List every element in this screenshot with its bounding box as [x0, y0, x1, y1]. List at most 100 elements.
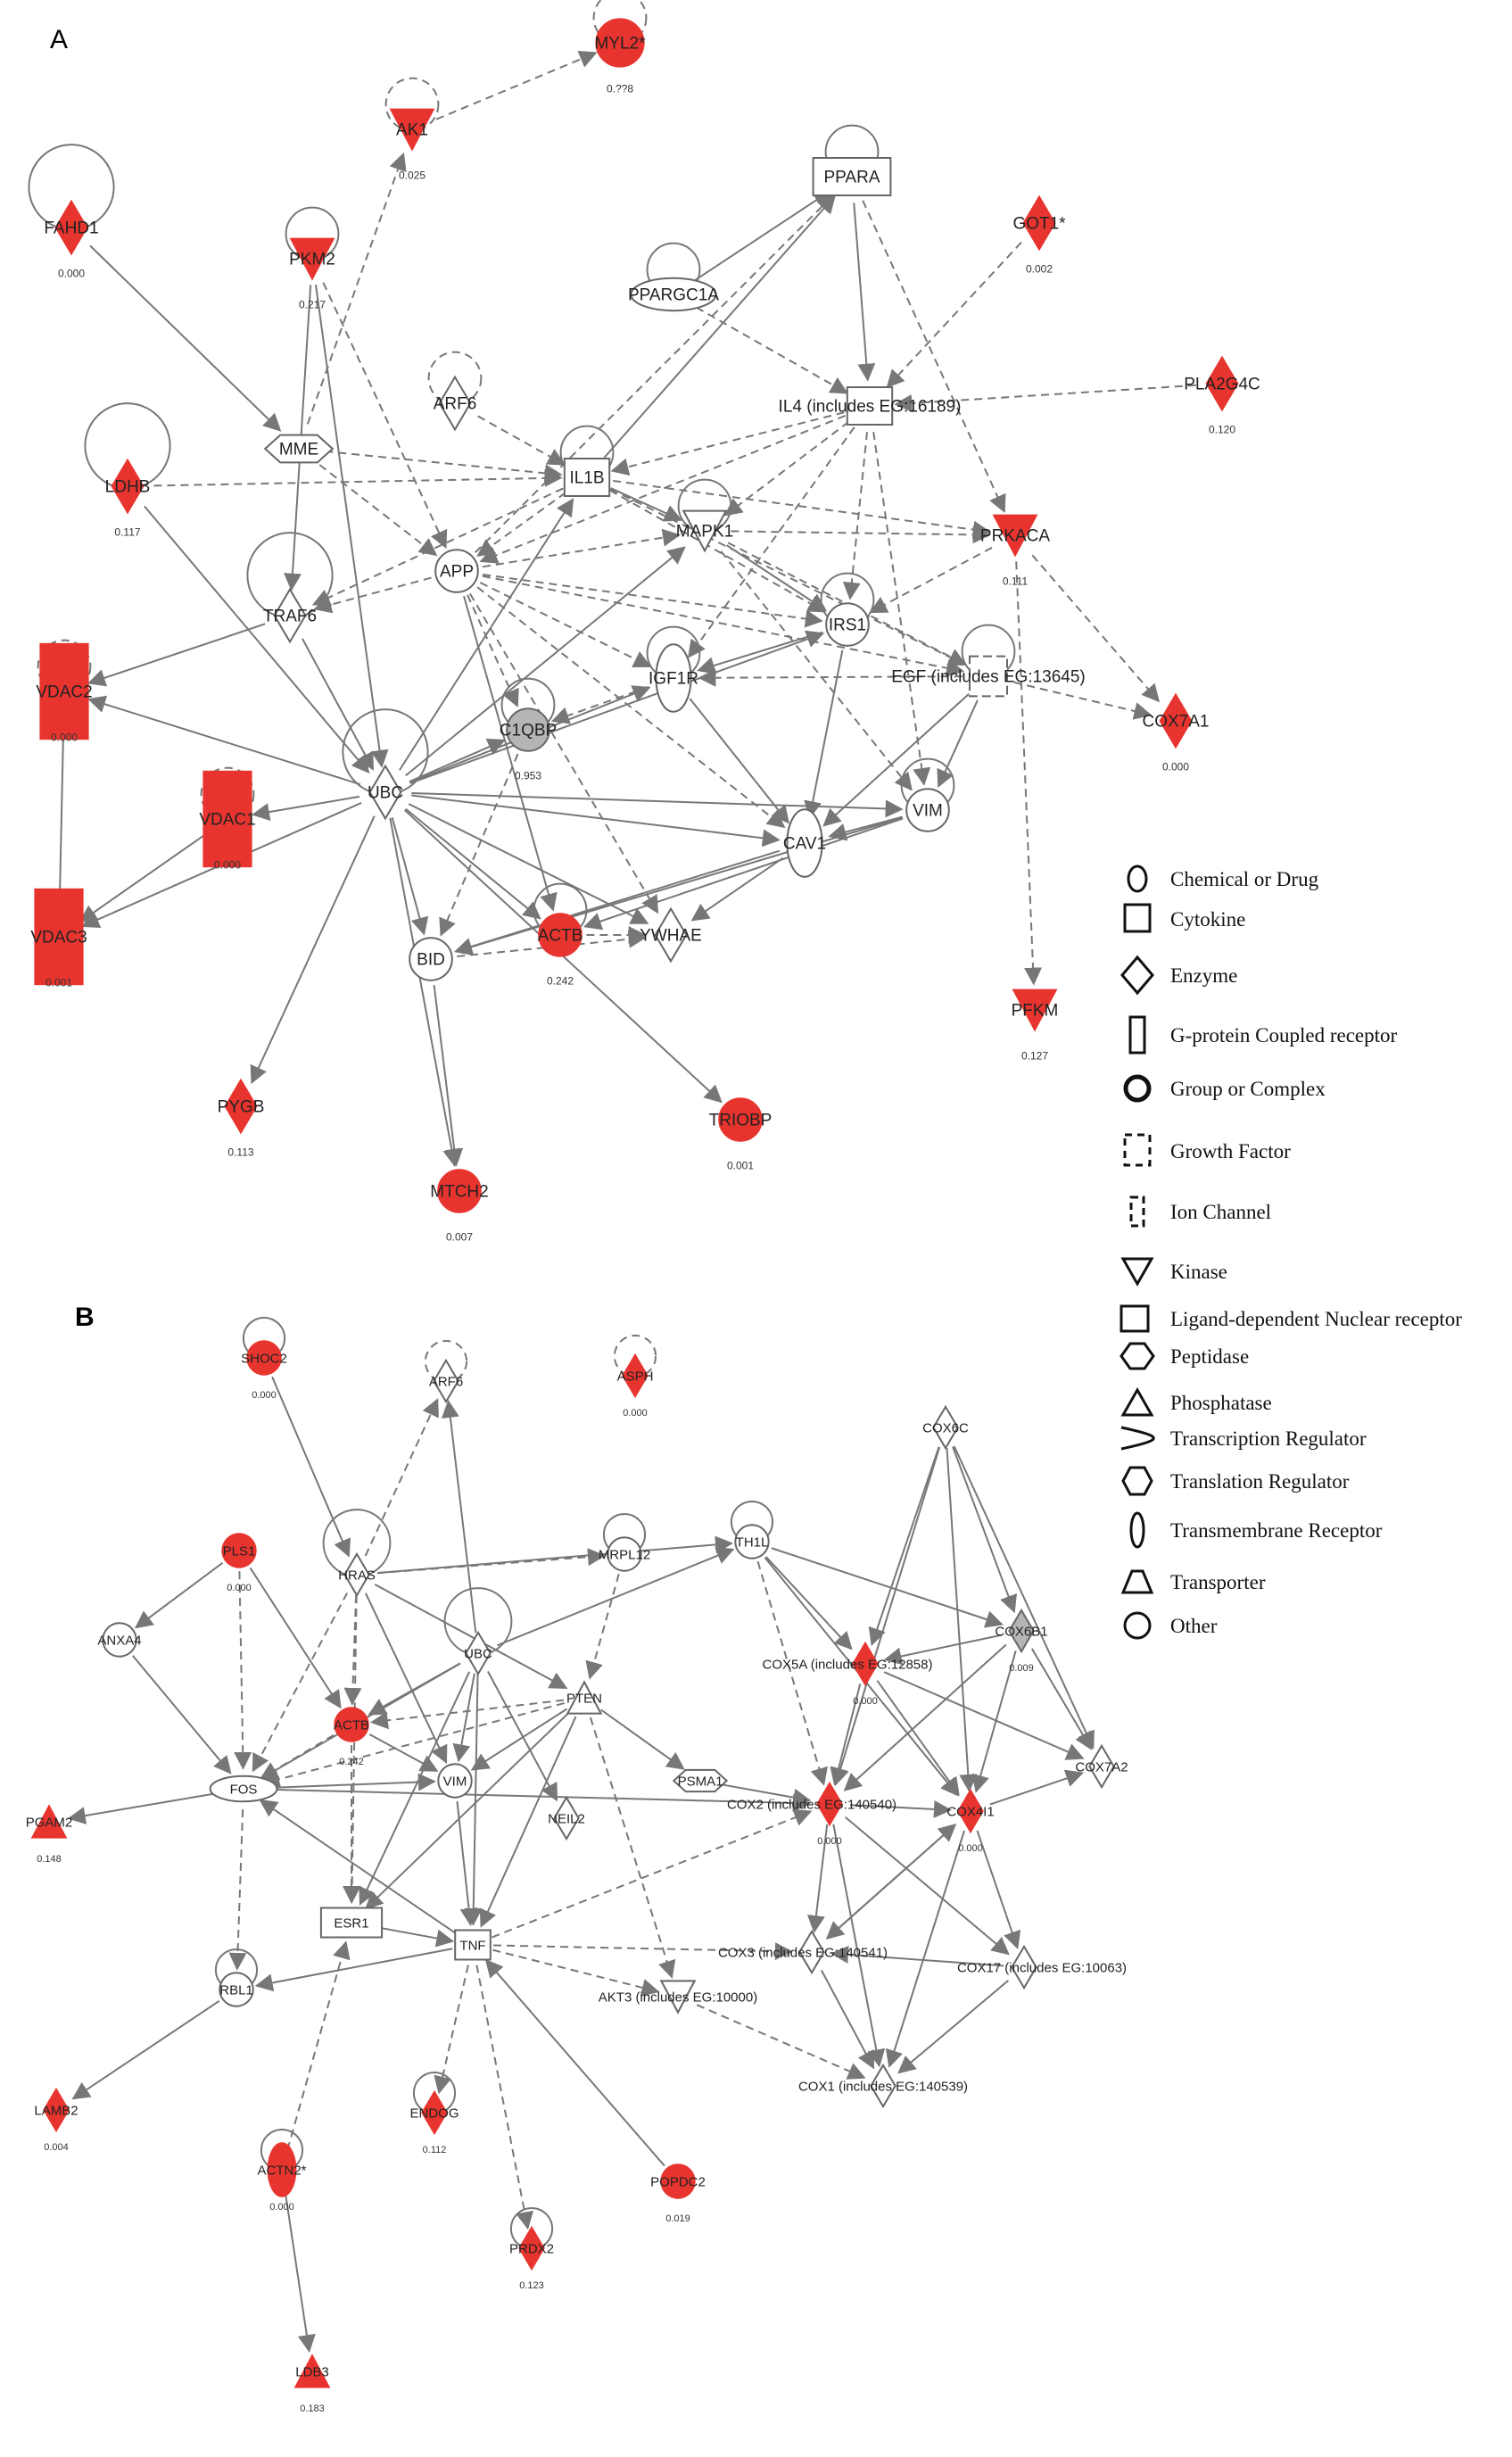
- edge-cox2-cox1: [832, 1824, 886, 2068]
- node-value-lamb2: 0.004: [44, 2142, 69, 2153]
- legend-label-translation-regulator: Translation Regulator: [1170, 1470, 1350, 1493]
- edge-tnf-akt3: [492, 1948, 660, 1997]
- edge-pten-tnf: [479, 1716, 577, 1928]
- node-label-il4: IL4 (includes EG:16189): [779, 398, 962, 417]
- node-shape-got1: [1022, 194, 1056, 252]
- self-loops-layer: [28, 0, 1016, 2251]
- edge-cox6c-cox4i1: [946, 1447, 978, 1792]
- node-label-ubcb: UBC: [464, 1646, 492, 1661]
- edge-cox4i1-cox1: [885, 1830, 965, 2068]
- node-shape-vdac2: [39, 642, 89, 740]
- node-shape-ubcb: [465, 1630, 492, 1676]
- legend-icon-group-or-complex: [1123, 1074, 1152, 1103]
- node-shape-il4: [846, 386, 894, 426]
- node-value-actn2: 0.000: [269, 2202, 294, 2213]
- edge-ubcb-th1l: [497, 1547, 735, 1647]
- edge-ldhb-ubc: [144, 505, 370, 774]
- edge-cox3-cox1: [820, 1969, 875, 2070]
- node-cox1: COX1 (includes EG:140539): [798, 2063, 968, 2109]
- node-shape-psma1: [672, 1768, 729, 1793]
- node-shape-pfkm: [1012, 989, 1058, 1032]
- edge-hras-vimb: [365, 1592, 448, 1764]
- node-shape-neil2: [553, 1795, 580, 1841]
- legend-item-peptidase: Peptidase: [1120, 1342, 1249, 1370]
- legend-icon-other: [1123, 1611, 1152, 1640]
- node-value-vdac1: 0.000: [214, 858, 241, 871]
- node-shape-vim: [905, 788, 950, 832]
- node-shape-akt3: [659, 1980, 697, 2014]
- node-shape-pla2g4c: [1205, 355, 1239, 412]
- edge-il1b-ppara: [603, 194, 836, 459]
- node-label-cox17: COX17 (includes EG:10063): [957, 1960, 1127, 1975]
- node-label-vdac3: VDAC3: [30, 929, 87, 947]
- legend-item-group-or-complex: Group or Complex: [1123, 1074, 1326, 1103]
- node-label-cox7a2: COX7A2: [1075, 1759, 1128, 1774]
- node-psma1: PSMA1: [672, 1768, 729, 1793]
- legend-item-other: Other: [1123, 1611, 1218, 1640]
- node-label-ppargc1a: PPARGC1A: [628, 286, 719, 305]
- node-shape-prdx2: [518, 2225, 545, 2271]
- node-label-cox4i1: COX4I1: [946, 1804, 994, 1819]
- edge-il4-mapk1: [723, 420, 850, 517]
- node-shape-mrpl12: [607, 1536, 642, 1572]
- node-label-irs1: IRS1: [829, 616, 866, 635]
- node-cav1: CAV1: [783, 808, 826, 878]
- node-shape-irs1: [825, 602, 870, 647]
- node-cox2: COX2 (includes EG:140540)0.000: [727, 1781, 896, 1847]
- node-app: APP: [434, 549, 479, 593]
- node-label-cox6c: COX6C: [922, 1420, 969, 1435]
- legend-label-transporter: Transporter: [1170, 1571, 1266, 1593]
- legend-item-gpcr: G-protein Coupled receptor: [1128, 1015, 1398, 1055]
- edge-pkm2-ubc: [315, 284, 389, 768]
- edge-app-actb: [463, 596, 558, 912]
- node-label-vdac2: VDAC2: [36, 683, 92, 702]
- edge-hras-fos: [252, 1592, 349, 1773]
- panel-label-b: B: [75, 1303, 95, 1332]
- node-label-c1qbp: C1QBP: [500, 722, 557, 740]
- edge-akt3-cox1: [696, 2004, 866, 2080]
- edge-tnf-rbl1: [254, 1948, 453, 1992]
- legend-item-phosphatase: Phosphatase: [1120, 1386, 1272, 1417]
- node-label-vdac1: VDAC1: [199, 811, 255, 830]
- edge-ubc-mtch2: [389, 817, 461, 1168]
- edge-fos-rbl1: [228, 1809, 247, 1971]
- edge-ppargc1a-il4: [696, 306, 849, 394]
- node-label-igf1r: IGF1R: [649, 670, 698, 689]
- node-shape-cox1: [870, 2063, 896, 2109]
- legend-item-ion-channel: Ion Channel: [1129, 1195, 1271, 1228]
- legend-icon-gpcr: [1128, 1015, 1146, 1055]
- edge-il1b-mapk1: [610, 487, 683, 522]
- node-label-tnf: TNF: [459, 1938, 485, 1953]
- edge-cox6c-cox5a: [868, 1446, 940, 1647]
- legend-label-other: Other: [1170, 1615, 1218, 1637]
- edge-il4-vim: [872, 431, 931, 786]
- node-ubcb: UBC: [464, 1630, 492, 1676]
- edge-pls1-actbb: [249, 1567, 342, 1709]
- edge-app-ppara: [475, 194, 835, 553]
- node-shape-ppara: [812, 157, 892, 196]
- edge-egf-igf1r: [698, 668, 963, 687]
- node-akt3: AKT3 (includes EG:10000): [599, 1980, 757, 2014]
- edge-il1b-egf: [609, 488, 967, 666]
- node-shape-vdac1: [202, 770, 252, 868]
- node-value-pgam2: 0.148: [37, 1854, 62, 1865]
- edge-ubcb-arf6b: [441, 1399, 477, 1634]
- edge-ubcb-tnf: [464, 1674, 483, 1926]
- node-shape-myl2: [595, 18, 645, 68]
- node-shape-arf6: [438, 375, 472, 432]
- edge-tnf-prdx2: [475, 1965, 533, 2230]
- edge-hras-arf6b: [364, 1398, 439, 1557]
- node-label-th1l: TH1L: [736, 1535, 769, 1550]
- node-label-pkm2: PKM2: [289, 251, 335, 269]
- node-value-cox6b1: 0.009: [1009, 1663, 1034, 1674]
- node-value-cox4i1: 0.000: [958, 1843, 983, 1854]
- node-value-ldhb: 0.117: [114, 525, 140, 538]
- node-value-cox7a1: 0.000: [1162, 760, 1189, 773]
- edge-vdac1-vdac3: [78, 833, 207, 923]
- legend-label-ligand-nuclear-receptor: Ligand-dependent Nuclear receptor: [1170, 1308, 1462, 1330]
